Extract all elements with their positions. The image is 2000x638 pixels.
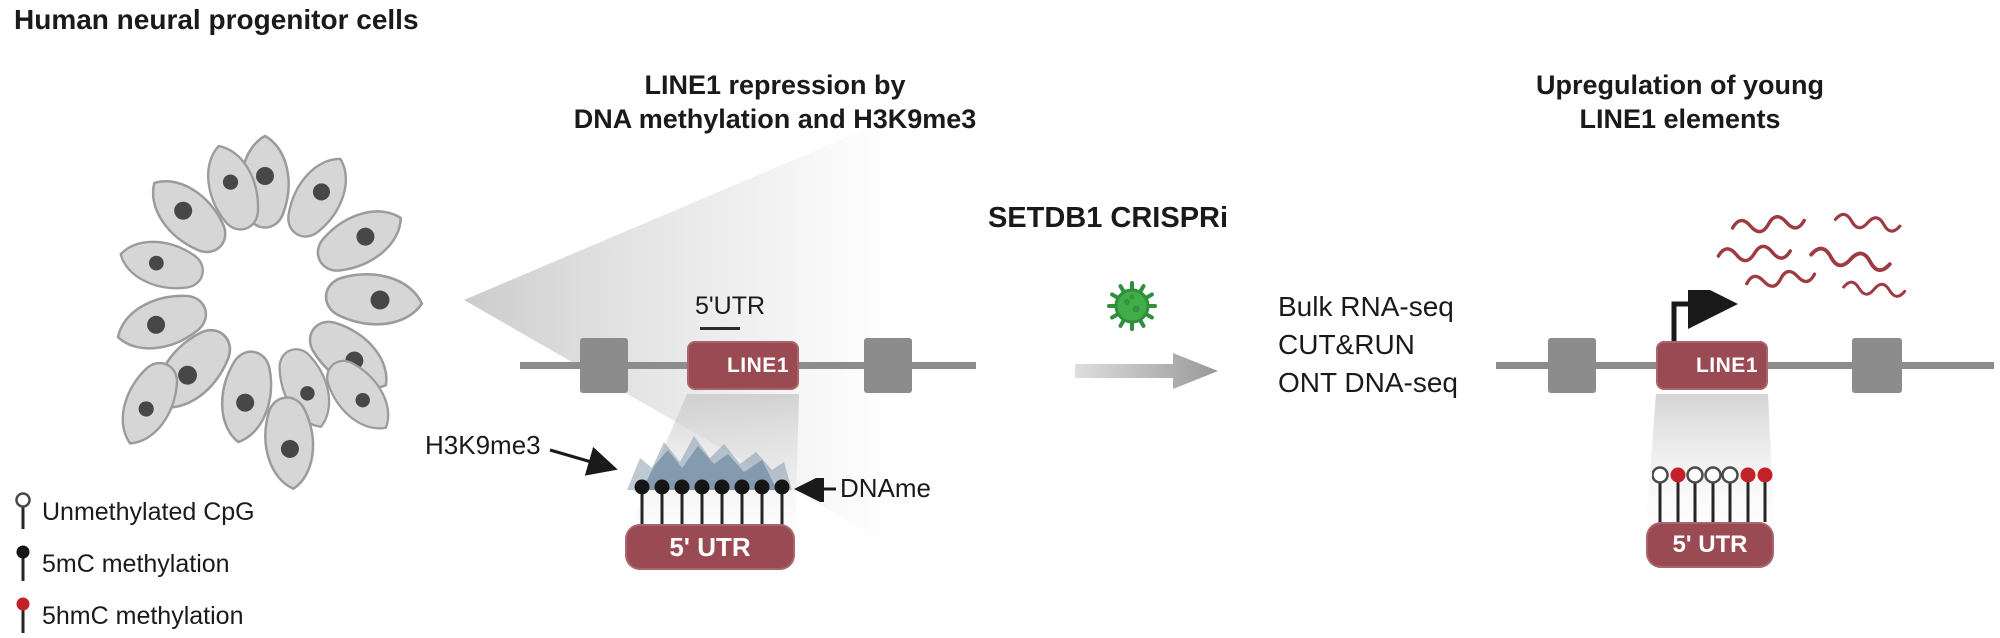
transcription-arrow-icon [1671, 290, 1738, 348]
dname-label: DNAme [840, 473, 932, 503]
line1-box-right: LINE1 [1656, 341, 1768, 390]
lollipop-right [1686, 466, 1704, 522]
lollipop-right [1740, 467, 1756, 522]
dname-arrow [794, 478, 836, 502]
utr-label: 5'UTR [694, 292, 766, 320]
utr-detail-box-right: 5' UTR [1646, 522, 1774, 568]
legend: Unmethylated CpG 5mC methylation 5hmC me… [14, 486, 255, 638]
utr-region-line [700, 327, 740, 330]
legend-label: 5mC methylation [42, 549, 230, 578]
lollipop-right [1757, 467, 1773, 522]
legend-lollipop-icon [15, 492, 31, 529]
exon-box [1852, 338, 1902, 393]
dna-methylation-lollipops-middle [634, 479, 790, 526]
crispri-virus-icon [1107, 281, 1157, 331]
assay-item: ONT DNA-seq [1278, 367, 1458, 398]
legend-item: 5mC methylation [14, 538, 255, 590]
legend-lollipop-icon [16, 597, 30, 633]
neural-progenitor-cell-cluster [108, 134, 426, 493]
right-heading: Upregulation of young LINE1 elements [1536, 70, 1824, 134]
h3k9me3-arrow [549, 446, 618, 476]
legend-item: Unmethylated CpG [14, 486, 255, 538]
flow-arrow [1075, 353, 1218, 389]
utr-detail-box-middle: 5' UTR [625, 524, 795, 570]
lollipop-right [1704, 466, 1722, 522]
lollipop-right [1652, 466, 1669, 522]
dna-methylation-lollipops-right [1652, 466, 1773, 522]
line1-box-middle: LINE1 [687, 341, 799, 390]
assay-item: Bulk RNA-seq [1278, 291, 1454, 322]
legend-lollipop-icon [16, 545, 30, 581]
exon-box [864, 338, 912, 393]
middle-heading: LINE1 repression by DNA methylation and … [573, 70, 977, 134]
legend-label: Unmethylated CpG [42, 497, 255, 526]
figure-title: Human neural progenitor cells [14, 4, 419, 35]
exon-box [1548, 338, 1596, 393]
rna-transcripts [1716, 212, 1907, 298]
h3k9me3-label: H3K9me3 [425, 430, 541, 460]
line1-label: LINE1 [1695, 354, 1758, 377]
legend-item: 5hmC methylation [14, 590, 255, 638]
lollipop-right [1721, 466, 1739, 522]
h3k9me3-peaks [627, 436, 792, 490]
lollipop-right [1670, 467, 1686, 522]
setdb1-crispri-label: SETDB1 CRISPRi [987, 202, 1229, 234]
assay-item: CUT&RUN [1278, 329, 1415, 360]
legend-label: 5hmC methylation [42, 601, 244, 630]
assay-list: Bulk RNA-seq CUT&RUN ONT DNA-seq [1278, 288, 1458, 402]
cell-rosette [108, 134, 426, 493]
exon-box [580, 338, 628, 393]
line1-label: LINE1 [726, 354, 789, 377]
